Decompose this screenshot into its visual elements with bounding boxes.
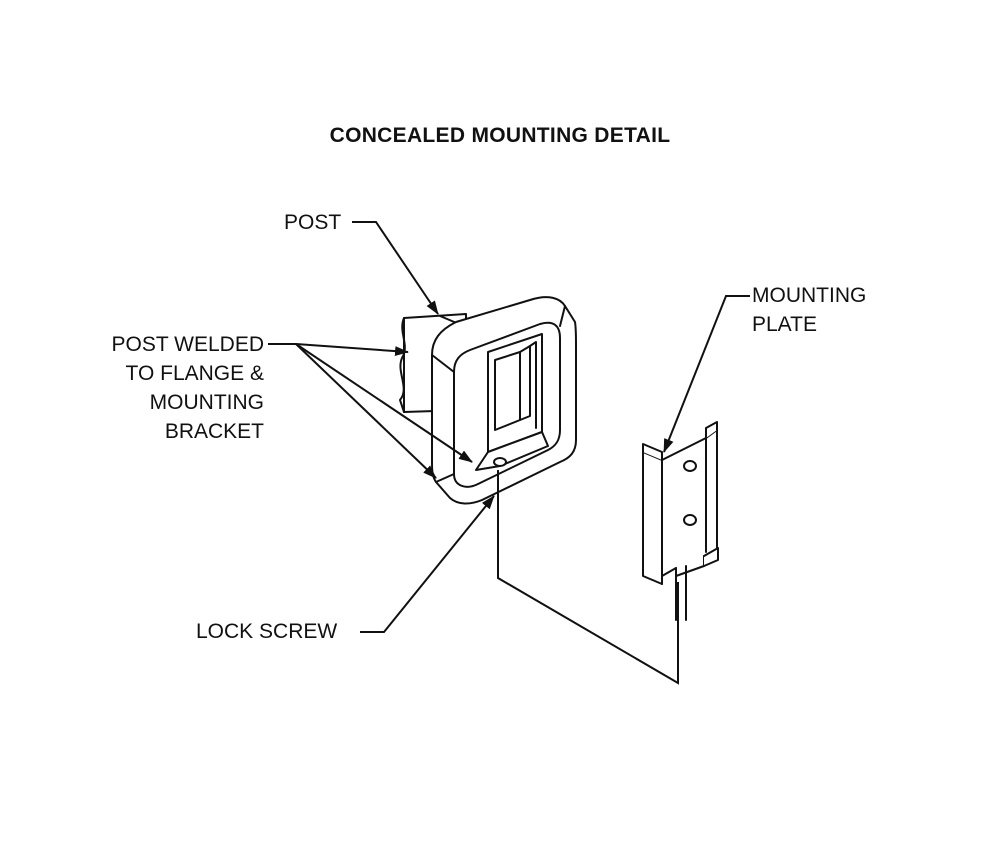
leader-post-welded-3 bbox=[295, 343, 437, 479]
label-mounting-plate: MOUNTING PLATE bbox=[752, 281, 866, 339]
label-post: POST bbox=[284, 211, 342, 234]
leader-lines bbox=[268, 221, 750, 633]
mounting-bracket bbox=[475, 333, 549, 471]
leader-post-welded-1 bbox=[268, 343, 409, 357]
label-post-welded-line-4: BRACKET bbox=[164, 420, 264, 443]
label-mounting-plate-line-1: MOUNTING bbox=[752, 284, 867, 307]
leader-lock-screw bbox=[360, 495, 495, 633]
label-mounting-plate-line-2: PLATE bbox=[752, 313, 817, 336]
leader-post-welded-2 bbox=[295, 343, 473, 463]
label-post-welded-line-2: TO FLANGE & bbox=[125, 362, 264, 385]
leader-mounting-plate bbox=[663, 295, 750, 453]
mounting-plate bbox=[642, 421, 719, 621]
label-post-welded-line-3: MOUNTING bbox=[149, 391, 264, 414]
label-post-welded: POST WELDED TO FLANGE & MOUNTING BRACKET bbox=[84, 330, 264, 446]
leader-post bbox=[352, 221, 439, 315]
label-post-welded-line-1: POST WELDED bbox=[111, 333, 264, 356]
label-lock-screw: LOCK SCREW bbox=[196, 620, 338, 643]
diagram-title: CONCEALED MOUNTING DETAIL bbox=[329, 124, 671, 147]
connector-lines bbox=[497, 470, 679, 685]
